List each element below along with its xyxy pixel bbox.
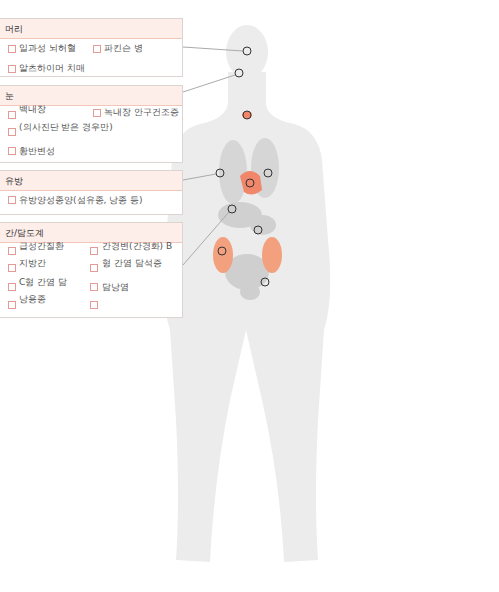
checkbox <box>90 283 98 291</box>
category-panel: 간/담도계급성간질환 간경변(간경화) B 지방간 형 간염 담석증 C형 간염 담 담낭… <box>0 222 183 318</box>
leader-lines <box>183 47 243 265</box>
condition-label: 파킨슨 병 <box>104 42 143 54</box>
checkbox <box>90 264 98 272</box>
condition-label: 담낭염 <box>102 281 129 293</box>
panel-heading: 간/담도계 <box>5 227 44 239</box>
category-panel: 유방유방양성종양(섬유종, 낭종 등) <box>0 170 183 215</box>
header-band <box>0 86 182 106</box>
condition-label: 녹내장 안구건조증 <box>104 106 179 118</box>
condition-label: 낭용종 <box>19 293 46 305</box>
condition-label: 일과성 뇌허혈 <box>19 42 76 54</box>
category-panel: 머리일과성 뇌허혈 파킨슨 병알츠하이머 치매 <box>0 18 183 77</box>
panel-heading: 눈 <box>5 90 14 102</box>
marker-dots <box>216 47 272 286</box>
checkbox <box>8 283 16 291</box>
condition-label: 형 간염 담석증 <box>102 257 162 269</box>
checkbox <box>8 65 16 73</box>
body-silhouette <box>164 25 331 562</box>
panel-heading: 머리 <box>5 23 23 35</box>
condition-label: 백내장 <box>19 103 46 115</box>
category-panel: 눈백내장 녹내장 안구건조증 (의사진단 받은 경우만) 황반변성 <box>0 85 183 163</box>
checkbox <box>93 109 101 117</box>
condition-label: 황반변성 <box>19 145 55 157</box>
checkbox <box>8 196 16 204</box>
checkbox <box>8 301 16 309</box>
condition-label: 유방양성종양(섬유종, 낭종 등) <box>19 194 143 206</box>
checkbox <box>8 111 16 119</box>
checkbox <box>90 301 98 309</box>
header-band <box>0 171 182 191</box>
condition-label: 알츠하이머 치매 <box>19 62 85 74</box>
panel-heading: 유방 <box>5 175 23 187</box>
condition-label: C형 간염 담 <box>19 276 67 288</box>
organs <box>213 111 282 300</box>
checkbox <box>90 247 98 255</box>
checkbox <box>93 45 101 53</box>
condition-label: (의사진단 받은 경우만) <box>19 121 113 133</box>
header-band <box>0 19 182 39</box>
checkbox <box>8 264 16 272</box>
checkbox <box>8 128 16 136</box>
checkbox <box>8 45 16 53</box>
checkbox <box>8 147 16 155</box>
condition-label: 급성간질환 <box>19 240 64 252</box>
condition-label: 지방간 <box>19 257 46 269</box>
checkbox <box>8 247 16 255</box>
condition-label: 간경변(간경화) B <box>102 240 172 252</box>
